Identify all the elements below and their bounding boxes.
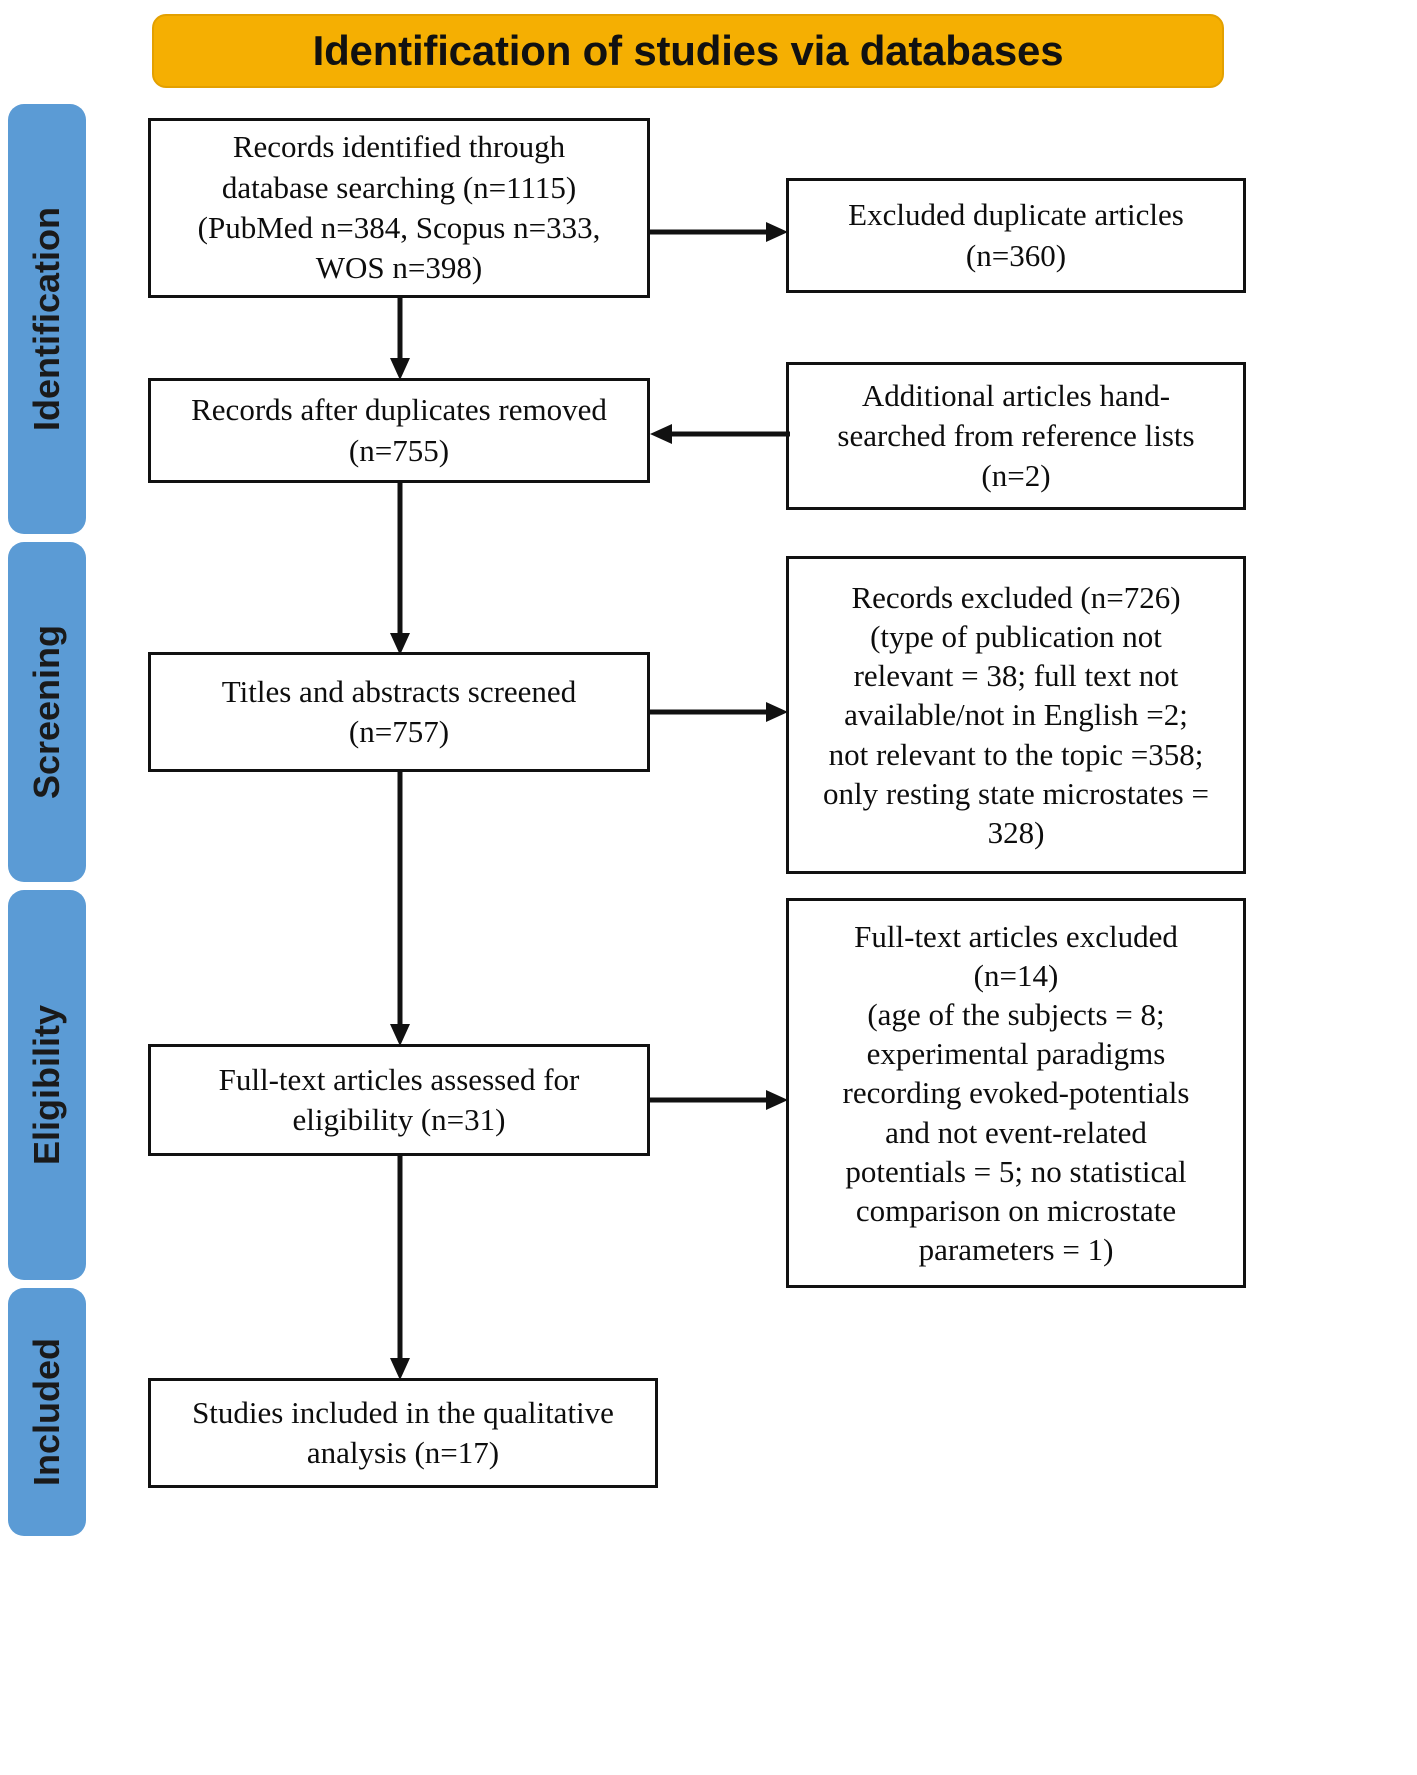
diagram-title-banner: Identification of studies via databases [152, 14, 1224, 88]
arrow-handsearched-to-after-duplicates [648, 422, 790, 446]
box-additional-handsearched-text: Additional articles hand- searched from … [837, 377, 1195, 494]
stage-label-eligibility: Eligibility [8, 890, 86, 1280]
arrow-screened-to-records-excluded [648, 700, 790, 724]
box-titles-abstracts-screened: Titles and abstracts screened (n=757) [148, 652, 650, 772]
box-records-excluded: Records excluded (n=726) (type of public… [786, 556, 1246, 874]
box-records-identified: Records identified through database sear… [148, 118, 650, 298]
box-records-after-duplicates-text: Records after duplicates removed (n=755) [191, 392, 607, 468]
stage-label-identification: Identification [8, 104, 86, 534]
box-excluded-duplicates-text: Excluded duplicate articles (n=360) [848, 197, 1184, 273]
box-titles-abstracts-screened-text: Titles and abstracts screened (n=757) [221, 673, 577, 749]
box-records-identified-text: Records identified through database sear… [197, 129, 601, 286]
page-title: Identification of studies via databases [312, 27, 1064, 74]
box-records-excluded-text: Records excluded (n=726) (type of public… [823, 580, 1209, 850]
arrow-screened-to-fulltext-assessed [385, 770, 415, 1048]
arrow-after-duplicates-to-screened [385, 481, 415, 657]
box-additional-handsearched: Additional articles hand- searched from … [786, 362, 1246, 510]
stage-label-screening-text: Screening [26, 624, 67, 800]
box-fulltext-excluded: Full-text articles excluded (n=14) (age … [786, 898, 1246, 1288]
box-fulltext-excluded-text: Full-text articles excluded (n=14) (age … [842, 919, 1190, 1267]
box-studies-included: Studies included in the qualitative anal… [148, 1378, 658, 1488]
arrow-fulltext-assessed-to-excluded [648, 1088, 790, 1112]
arrow-identified-to-after-duplicates [385, 296, 415, 382]
box-excluded-duplicates: Excluded duplicate articles (n=360) [786, 178, 1246, 293]
stage-label-included: Included [8, 1288, 86, 1536]
arrow-fulltext-assessed-to-included [385, 1154, 415, 1382]
box-records-after-duplicates: Records after duplicates removed (n=755) [148, 378, 650, 483]
stage-label-identification-text: Identification [26, 207, 67, 431]
box-fulltext-assessed: Full-text articles assessed for eligibil… [148, 1044, 650, 1156]
box-studies-included-text: Studies included in the qualitative anal… [192, 1394, 614, 1470]
stage-label-eligibility-text: Eligibility [26, 1004, 68, 1166]
stage-label-included-text: Included [26, 1337, 68, 1487]
box-fulltext-assessed-text: Full-text articles assessed for eligibil… [218, 1061, 580, 1137]
arrow-identified-to-duplicates [648, 220, 790, 244]
stage-label-screening: Screening [8, 542, 86, 882]
